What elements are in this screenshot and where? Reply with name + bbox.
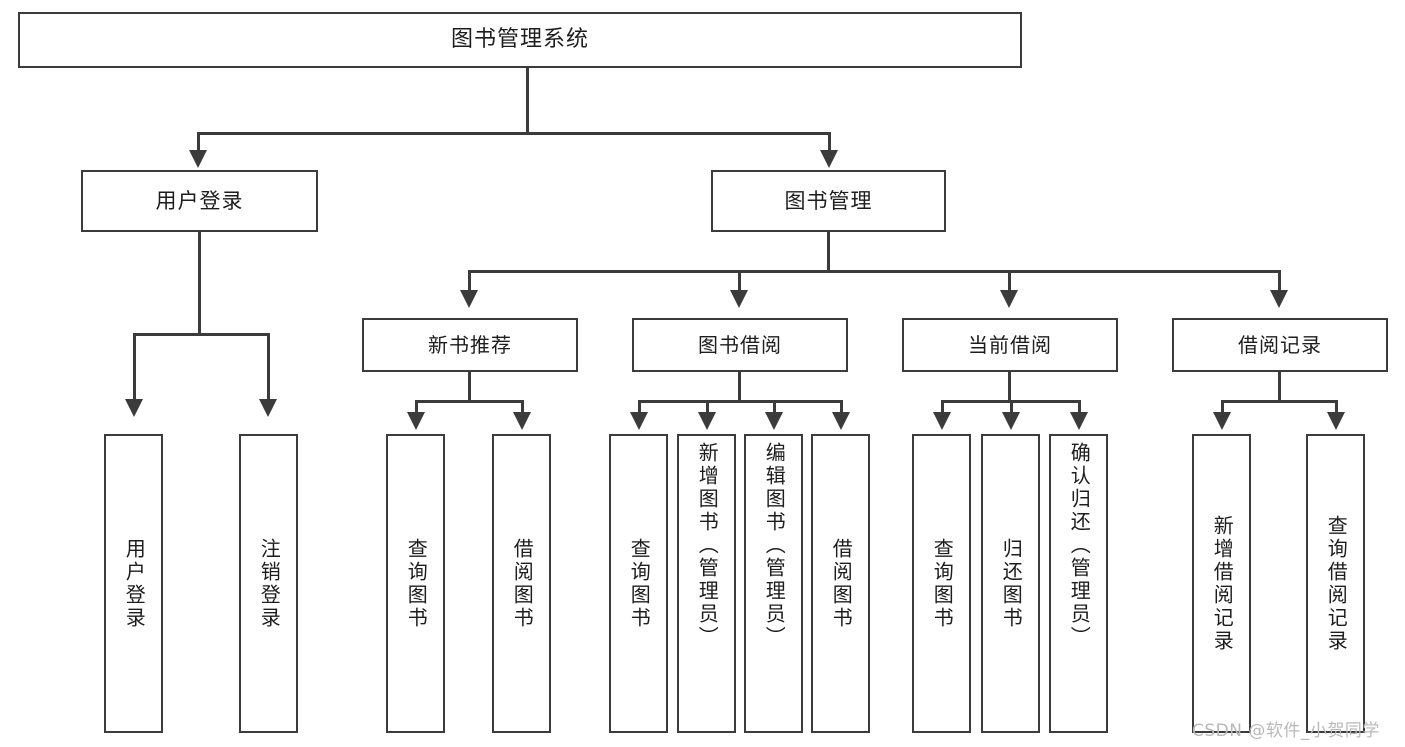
connector-borrow-record-bus — [1221, 400, 1338, 403]
arrow-bm-to-new-book — [460, 290, 478, 308]
leaf-query-borrow-record[interactable]: 查询借阅记录 — [1306, 434, 1365, 733]
connector-nb-to-leaf-1 — [415, 400, 418, 414]
arrow-br-to-leaf-1 — [1213, 412, 1231, 430]
connector-book-borrow-bus — [638, 400, 843, 403]
leaf-label: 借阅图书 — [829, 537, 854, 630]
arrow-cb-to-leaf-1 — [933, 412, 951, 430]
leaf-return-book[interactable]: 归还图书 — [981, 434, 1040, 733]
arrow-bm-to-book-borrow — [730, 290, 748, 308]
connector-bm-to-borrow-record — [1278, 270, 1281, 292]
node-label: 用户登录 — [155, 188, 244, 213]
connector-br-to-leaf-2 — [1335, 400, 1338, 414]
node-book-borrow[interactable]: 图书借阅 — [632, 318, 848, 372]
connector-book-borrow-stem — [738, 372, 741, 402]
leaf-label: 新增图书（管理员） — [695, 442, 720, 649]
leaf-query-book-borrow[interactable]: 查询图书 — [609, 434, 668, 733]
leaf-label: 查询借阅记录 — [1324, 514, 1349, 653]
connector-bm-to-book-borrow — [738, 270, 741, 292]
connector-bb-to-leaf-4 — [840, 400, 843, 414]
node-borrow-record[interactable]: 借阅记录 — [1172, 318, 1388, 372]
node-label: 新书推荐 — [428, 332, 512, 357]
leaf-add-borrow-record[interactable]: 新增借阅记录 — [1192, 434, 1251, 733]
leaf-borrow-book[interactable]: 借阅图书 — [811, 434, 870, 733]
arrow-root-to-book-management — [820, 150, 838, 168]
leaf-label: 确认归还（管理员） — [1067, 442, 1092, 649]
arrow-bb-to-leaf-3 — [765, 412, 783, 430]
arrow-bb-to-leaf-1 — [630, 412, 648, 430]
leaf-user-login[interactable]: 用户登录 — [104, 434, 163, 733]
connector-br-to-leaf-1 — [1221, 400, 1224, 414]
leaf-label: 借阅图书 — [510, 537, 535, 630]
connector-new-book-bus — [415, 400, 523, 403]
connector-book-management-bus — [468, 270, 1280, 273]
arrow-br-to-leaf-2 — [1327, 412, 1345, 430]
arrow-nb-to-leaf-2 — [513, 412, 531, 430]
connector-bm-to-new-book — [468, 270, 471, 292]
node-label: 图书借阅 — [698, 332, 782, 357]
node-current-borrow[interactable]: 当前借阅 — [902, 318, 1118, 372]
leaf-label: 注销登录 — [257, 537, 282, 630]
leaf-label: 查询图书 — [404, 537, 429, 630]
node-label: 借阅记录 — [1238, 332, 1322, 357]
arrow-bm-to-current-borrow — [1000, 290, 1018, 308]
leaf-label: 用户登录 — [122, 537, 147, 630]
leaf-label: 新增借阅记录 — [1210, 514, 1235, 653]
leaf-edit-book-admin[interactable]: 编辑图书（管理员） — [744, 434, 803, 733]
arrow-bb-to-leaf-4 — [832, 412, 850, 430]
connector-root-stem — [526, 68, 529, 134]
connector-cb-to-leaf-1 — [941, 400, 944, 414]
connector-cb-to-leaf-2 — [1010, 400, 1013, 414]
leaf-borrow-book-recommend[interactable]: 借阅图书 — [492, 434, 551, 733]
connector-new-book-stem — [468, 372, 471, 402]
arrow-bb-to-leaf-2 — [698, 412, 716, 430]
leaf-query-book-recommend[interactable]: 查询图书 — [386, 434, 445, 733]
connector-user-login-to-leaf-1 — [133, 333, 136, 401]
connector-book-management-stem — [827, 232, 830, 272]
leaf-label: 查询图书 — [627, 537, 652, 630]
arrow-cb-to-leaf-3 — [1070, 412, 1088, 430]
connector-bb-to-leaf-2 — [706, 400, 709, 414]
connector-bb-to-leaf-3 — [773, 400, 776, 414]
connector-user-login-to-leaf-2 — [267, 333, 270, 401]
connector-cb-to-leaf-3 — [1078, 400, 1081, 414]
connector-bm-to-current-borrow — [1008, 270, 1011, 292]
node-user-login[interactable]: 用户登录 — [81, 170, 318, 232]
node-new-book-recommend[interactable]: 新书推荐 — [362, 318, 578, 372]
connector-bb-to-leaf-1 — [638, 400, 641, 414]
connector-current-borrow-stem — [1008, 372, 1011, 402]
connector-user-login-bus — [133, 333, 269, 336]
arrow-user-login-to-leaf-2 — [259, 399, 277, 417]
arrow-bm-to-borrow-record — [1270, 290, 1288, 308]
leaf-logout[interactable]: 注销登录 — [239, 434, 298, 733]
connector-nb-to-leaf-2 — [521, 400, 524, 414]
node-label: 图书管理系统 — [450, 27, 589, 53]
node-root-book-management-system[interactable]: 图书管理系统 — [18, 12, 1022, 68]
connector-borrow-record-stem — [1278, 372, 1281, 402]
connector-root-to-book-management — [828, 132, 831, 152]
arrow-user-login-to-leaf-1 — [125, 399, 143, 417]
connector-root-bus — [197, 132, 830, 135]
arrow-root-to-user-login — [189, 150, 207, 168]
leaf-query-book-current[interactable]: 查询图书 — [912, 434, 971, 733]
leaf-label: 编辑图书（管理员） — [762, 442, 787, 649]
leaf-label: 查询图书 — [930, 537, 955, 630]
connector-root-to-user-login — [197, 132, 200, 152]
leaf-add-book-admin[interactable]: 新增图书（管理员） — [677, 434, 736, 733]
node-label: 图书管理 — [784, 188, 873, 213]
node-label: 当前借阅 — [968, 332, 1052, 357]
arrow-cb-to-leaf-2 — [1002, 412, 1020, 430]
node-book-management[interactable]: 图书管理 — [711, 170, 946, 232]
connector-user-login-stem — [198, 232, 201, 335]
arrow-nb-to-leaf-1 — [407, 412, 425, 430]
leaf-label: 归还图书 — [999, 537, 1024, 630]
leaf-confirm-return-admin[interactable]: 确认归还（管理员） — [1049, 434, 1108, 733]
